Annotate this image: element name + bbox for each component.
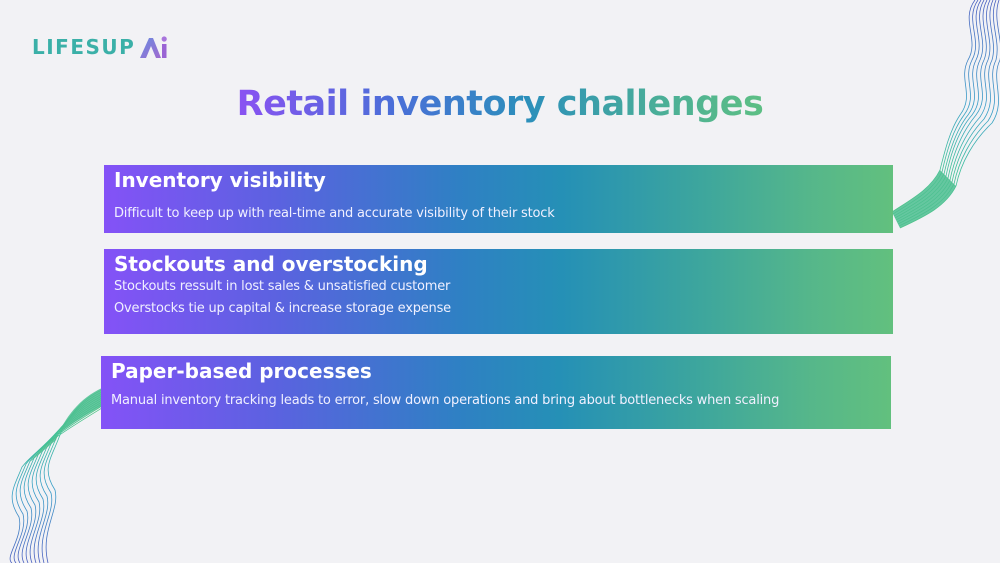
- card-description: Stockouts ressult in lost sales & unsati…: [114, 279, 451, 294]
- decorative-wave-bottom-left: [9, 388, 103, 563]
- card-title: Inventory visibility: [114, 168, 326, 192]
- challenge-card-paper-based-processes: Paper-based processes Manual inventory t…: [101, 356, 891, 429]
- card-title: Paper-based processes: [111, 359, 372, 383]
- card-title: Stockouts and overstocking: [114, 252, 428, 276]
- ai-logo-icon: [140, 36, 168, 58]
- challenge-card-stockouts-overstocking: Stockouts and overstocking Stockouts res…: [104, 249, 893, 334]
- page-title: Retail inventory challenges: [0, 84, 1000, 124]
- lifesup-logo: LIFESUP: [32, 34, 169, 60]
- card-description: Difficult to keep up with real-time and …: [114, 206, 555, 221]
- card-description: Manual inventory tracking leads to error…: [111, 393, 780, 408]
- page-title-text: Retail inventory challenges: [236, 84, 764, 124]
- decorative-wave-top-right: [891, 0, 1000, 229]
- challenge-card-inventory-visibility: Inventory visibility Difficult to keep u…: [104, 165, 893, 233]
- logo-text: LIFESUP: [32, 35, 136, 59]
- card-description: Overstocks tie up capital & increase sto…: [114, 301, 451, 316]
